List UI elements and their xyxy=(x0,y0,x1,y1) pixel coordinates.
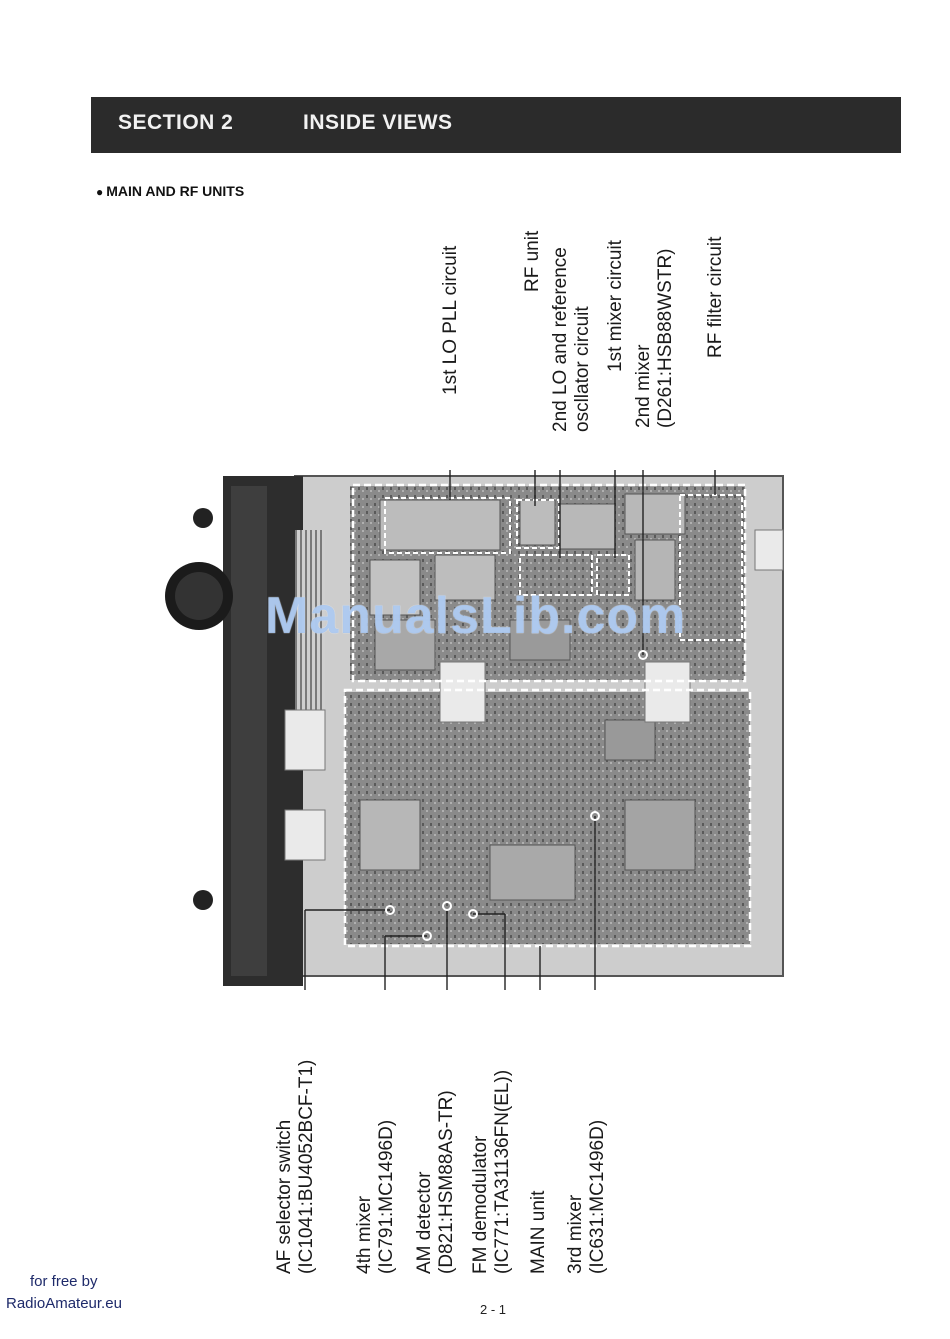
section-number: SECTION 2 xyxy=(118,111,234,134)
subheading: ●MAIN AND RF UNITS xyxy=(96,183,244,199)
label-line: RF unit xyxy=(522,230,543,292)
label-line: 1st LO PLL circuit xyxy=(440,245,461,395)
label-line: (IC771:TA31136FN(EL)) xyxy=(492,1069,513,1274)
label-line: AM detector xyxy=(414,1171,435,1274)
label-2nd-mixer: 2nd mixer (D261:HSB88WSTR) xyxy=(633,249,677,429)
label-line: MAIN unit xyxy=(528,1190,549,1274)
label-af-selector: AF selector switch (IC1041:BU4052BCF-T1) xyxy=(274,1060,318,1274)
label-1st-lo-pll: 1st LO PLL circuit xyxy=(440,246,462,395)
section-header-bar: SECTION 2 INSIDE VIEWS xyxy=(91,97,901,153)
label-line: 3rd mixer xyxy=(565,1194,586,1274)
section-title: INSIDE VIEWS xyxy=(303,111,453,134)
label-line: (D821:HSM88AS-TR) xyxy=(436,1090,457,1274)
footer-credit: for free by xyxy=(30,1273,98,1290)
label-3rd-mixer: 3rd mixer (IC631:MC1496D) xyxy=(565,1120,609,1274)
label-rf-unit: RF unit xyxy=(522,231,544,292)
label-line: (D261:HSB88WSTR) xyxy=(655,248,676,429)
bullet-icon: ● xyxy=(96,185,104,199)
label-line: 1st mixer circuit xyxy=(605,240,626,372)
label-line: oscllator circuit xyxy=(572,306,593,432)
label-line: 4th mixer xyxy=(354,1195,375,1274)
page-number: 2 - 1 xyxy=(480,1302,507,1317)
label-line: (IC791:MC1496D) xyxy=(376,1119,397,1274)
label-main-unit: MAIN unit xyxy=(528,1191,550,1274)
inside-view-photo xyxy=(165,470,805,990)
label-line: AF selector switch xyxy=(274,1119,295,1274)
label-line: FM demodulator xyxy=(470,1135,491,1274)
label-1st-mixer: 1st mixer circuit xyxy=(605,240,627,372)
label-2nd-lo: 2nd LO and reference oscllator circuit xyxy=(550,247,594,432)
label-fm-demodulator: FM demodulator (IC771:TA31136FN(EL)) xyxy=(470,1070,514,1274)
label-4th-mixer: 4th mixer (IC791:MC1496D) xyxy=(354,1120,398,1274)
label-line: 2nd mixer xyxy=(633,344,654,428)
footer-site-link[interactable]: RadioAmateur.eu xyxy=(6,1295,122,1312)
subheading-text: MAIN AND RF UNITS xyxy=(106,183,245,199)
watermark: ManualsLib.com xyxy=(265,587,687,645)
label-line: 2nd LO and reference xyxy=(550,247,571,432)
inside-view-illustration xyxy=(165,470,784,990)
label-line: RF filter circuit xyxy=(705,236,726,358)
label-line: (IC631:MC1496D) xyxy=(587,1119,608,1274)
label-rf-filter: RF filter circuit xyxy=(705,237,727,358)
label-am-detector: AM detector (D821:HSM88AS-TR) xyxy=(414,1090,458,1274)
label-line: (IC1041:BU4052BCF-T1) xyxy=(296,1059,317,1274)
